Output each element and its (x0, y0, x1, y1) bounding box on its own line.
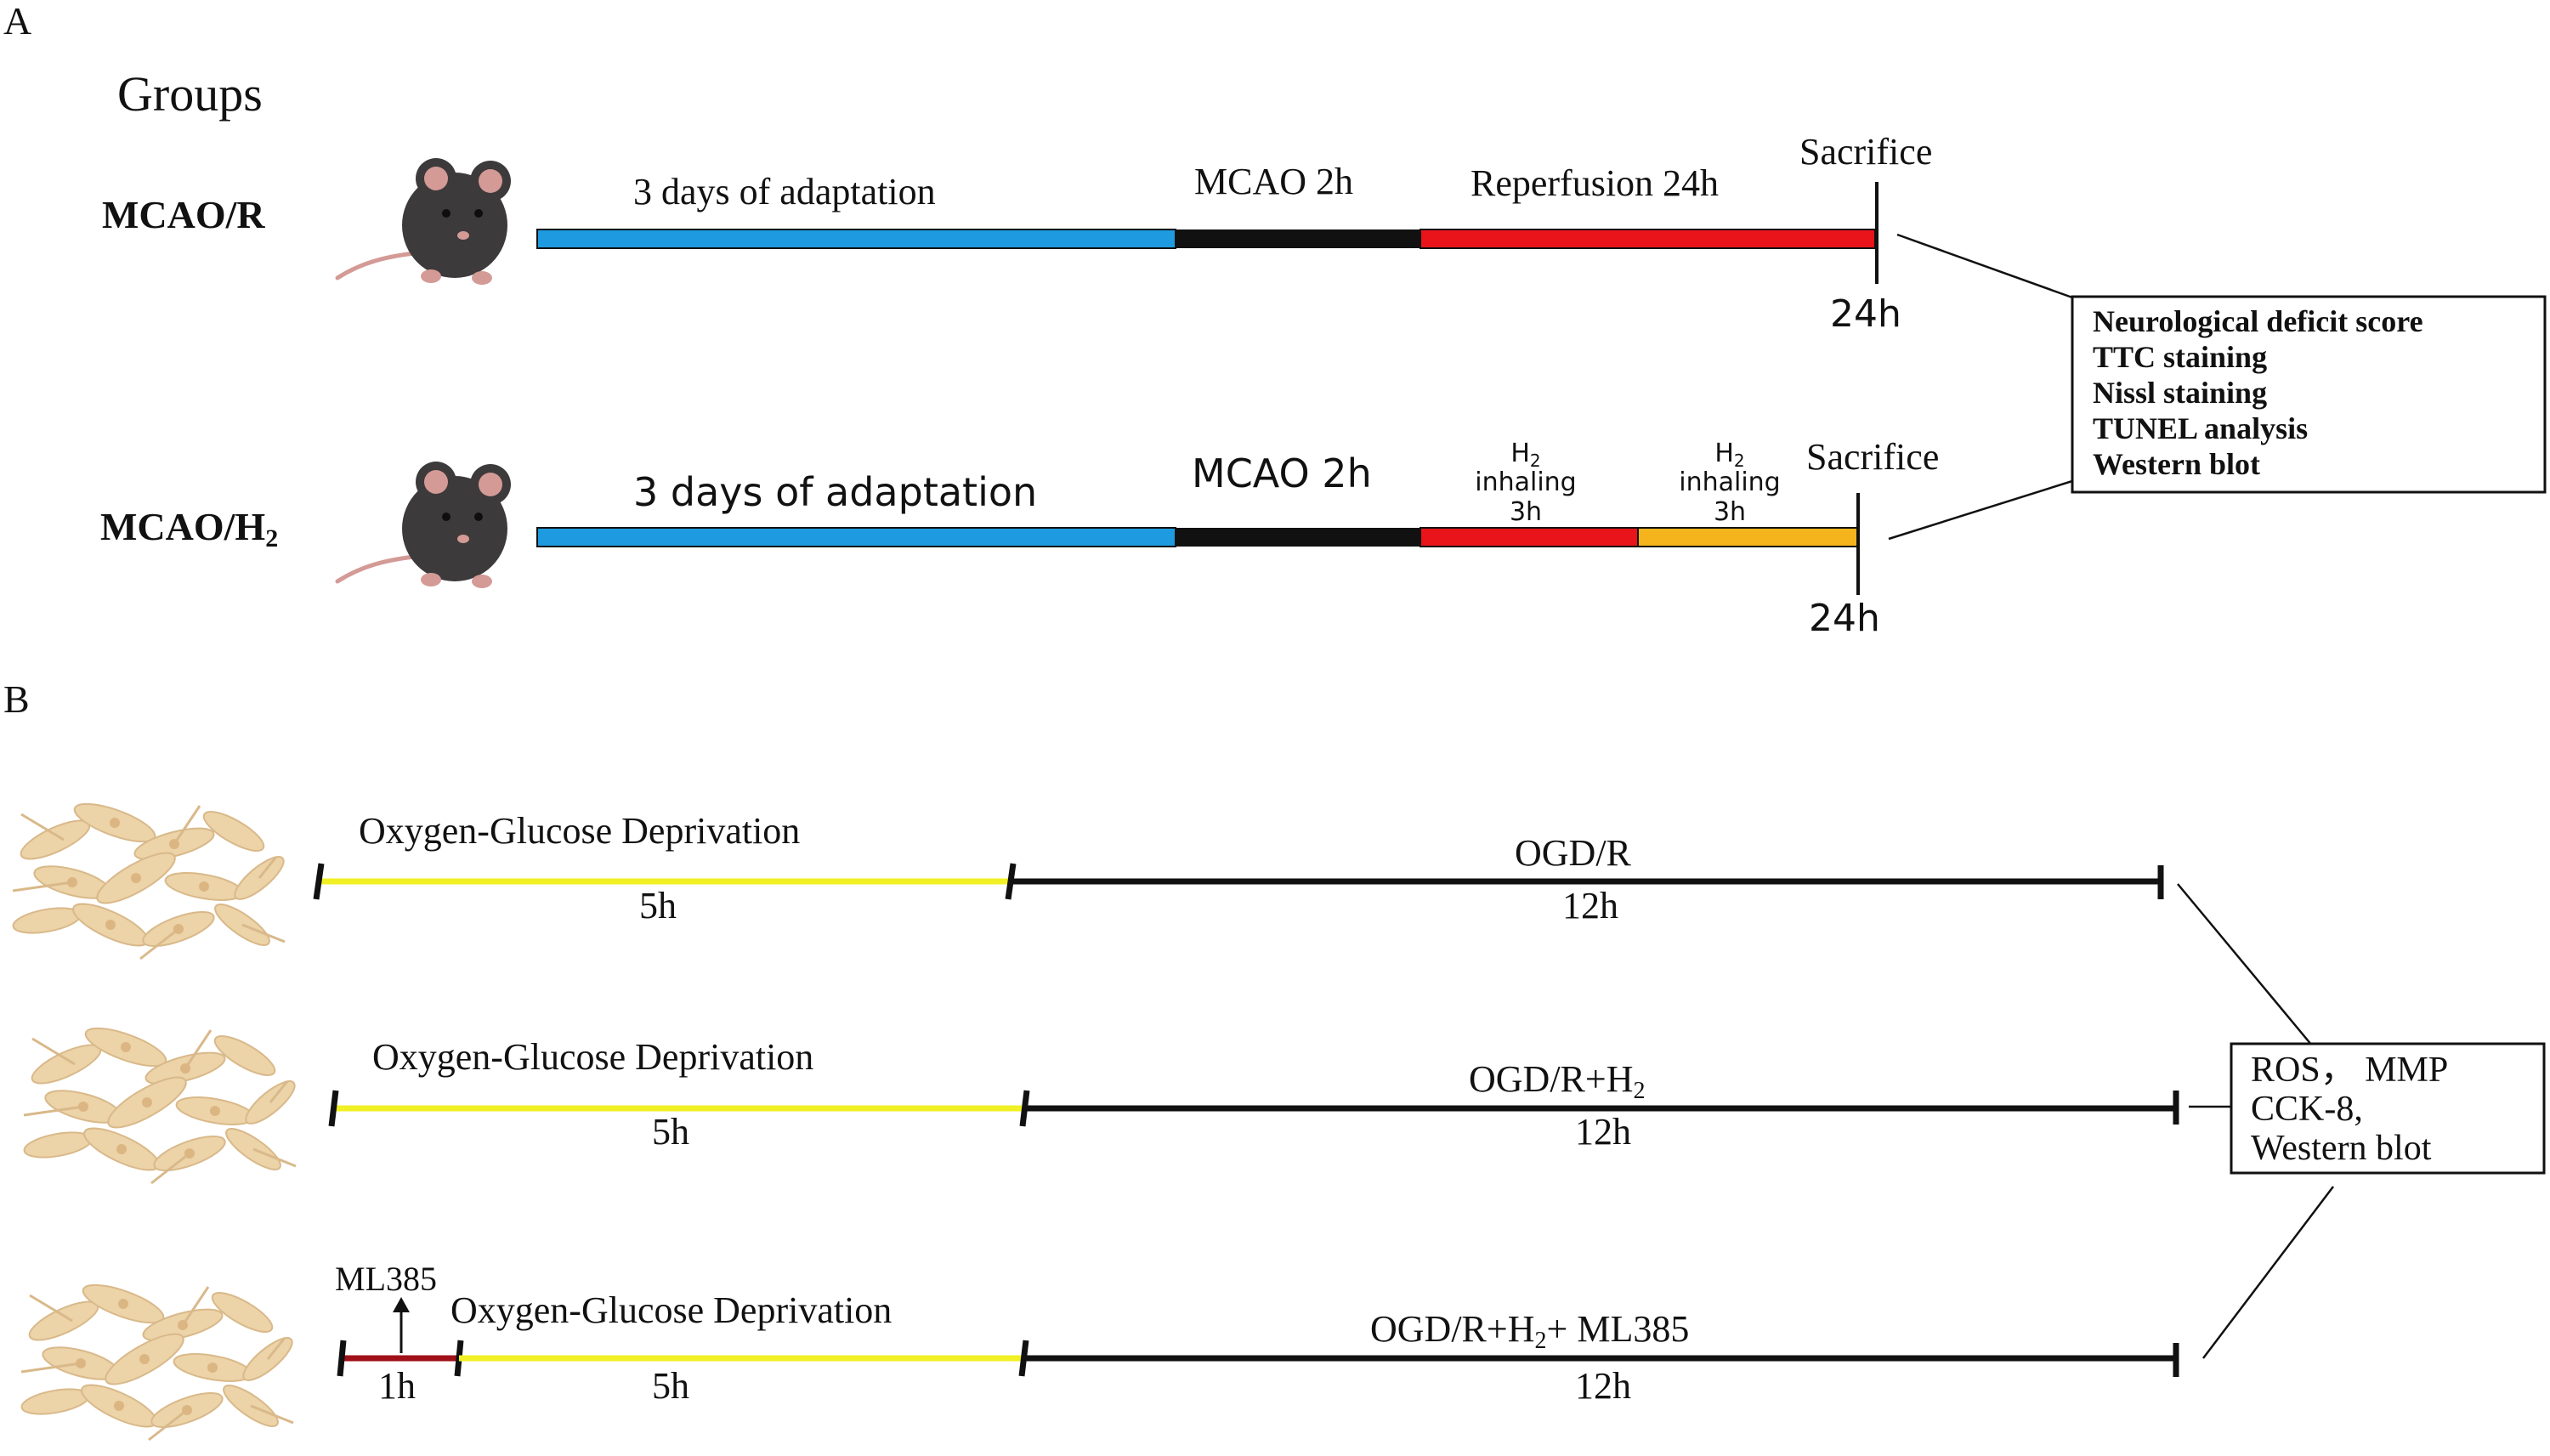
time-label: 24h (1830, 292, 1901, 336)
svg-text:H2: H2 (1714, 439, 1744, 471)
h2-inhale-bar-red (1420, 527, 1639, 547)
arrow-head-icon (393, 1297, 410, 1312)
start-tick (313, 863, 325, 900)
reperfusion-label: Reperfusion 24h (1470, 162, 1719, 204)
h2-inhaling-label: H2 inhaling 3h (1475, 439, 1576, 527)
outcome-item: Western blot (2251, 1129, 2432, 1168)
mcao-bar (1176, 528, 1420, 547)
svg-text:3h: 3h (1714, 497, 1746, 527)
panel-b-label: B (3, 677, 30, 721)
sacrifice-label: Sacrifice (1806, 436, 1939, 478)
mid-tick (1018, 1340, 1029, 1377)
outcome-item: TUNEL analysis (2093, 411, 2308, 445)
mid-tick (1019, 1090, 1030, 1127)
reox-label: OGD/R+H2+ ML385 (1370, 1308, 1689, 1354)
ogd-time: 5h (652, 1365, 689, 1407)
panel-a-label: A (3, 0, 31, 42)
svg-text:3h: 3h (1510, 497, 1542, 527)
connector-line (2202, 1186, 2334, 1359)
reox-label: OGD/R+H2 (1469, 1058, 1646, 1104)
ml385-label: ML385 (335, 1260, 437, 1298)
mouse-icon (337, 462, 511, 588)
outcomes-list: ROS， MMP CCK-8, Western blot (2251, 1051, 2448, 1168)
svg-text:inhaling: inhaling (1475, 467, 1576, 497)
outcome-item: Western blot (2093, 447, 2260, 481)
reox-time: 12h (1575, 1111, 1631, 1153)
group-label-mcao-h2: MCAO/H2 (100, 505, 278, 552)
cell-culture-image (9, 795, 291, 960)
ml385-time: 1h (378, 1365, 416, 1407)
mcao-bar (1176, 229, 1420, 248)
outcomes-list: Neurological deficit score TTC staining … (2093, 304, 2423, 481)
h2-inhale-bar-orange (1637, 527, 1859, 547)
start-tick (337, 1340, 347, 1377)
outcome-item: TTC staining (2093, 340, 2267, 374)
outcome-item: CCK-8, (2251, 1090, 2363, 1129)
ogd-label: Oxygen-Glucose Deprivation (372, 1036, 813, 1078)
connector-line (1896, 233, 2073, 299)
ogd-time: 5h (639, 885, 677, 926)
cell-culture-image (20, 1019, 302, 1185)
h2-inhaling-label: H2 inhaling 3h (1679, 439, 1780, 527)
mcao-label: MCAO 2h (1192, 450, 1372, 496)
adaptation-label: 3 days of adaptation (633, 469, 1037, 515)
adaptation-bar (536, 229, 1176, 249)
mid-tick (1005, 863, 1017, 900)
adaptation-label: 3 days of adaptation (633, 171, 936, 212)
reperfusion-bar (1420, 229, 1876, 249)
outcomes-box (2071, 295, 2547, 494)
ogd-time: 5h (652, 1111, 689, 1153)
svg-text:inhaling: inhaling (1679, 467, 1780, 497)
ogd-label: Oxygen-Glucose Deprivation (450, 1289, 892, 1331)
sacrifice-label: Sacrifice (1799, 131, 1932, 173)
group-label-mcao-r: MCAO/R (102, 193, 265, 236)
reox-time: 12h (1562, 885, 1618, 926)
start-tick (328, 1090, 339, 1127)
mcao-label: MCAO 2h (1194, 161, 1353, 202)
connector-line (2177, 883, 2313, 1046)
groups-title: Groups (117, 66, 263, 122)
connector-line (1888, 479, 2073, 541)
svg-text:H2: H2 (1510, 439, 1540, 471)
outcome-item: ROS， MMP (2251, 1051, 2448, 1090)
outcomes-box (2230, 1042, 2546, 1175)
adaptation-bar (536, 527, 1176, 547)
outcome-item: Nissl staining (2093, 376, 2267, 410)
mouse-icon (337, 158, 511, 285)
reox-time: 12h (1575, 1365, 1631, 1407)
time-label: 24h (1809, 597, 1880, 640)
ogd-label: Oxygen-Glucose Deprivation (359, 810, 800, 852)
cell-culture-image (18, 1276, 299, 1442)
outcome-item: Neurological deficit score (2093, 304, 2423, 338)
reox-label: OGD/R (1515, 832, 1632, 874)
